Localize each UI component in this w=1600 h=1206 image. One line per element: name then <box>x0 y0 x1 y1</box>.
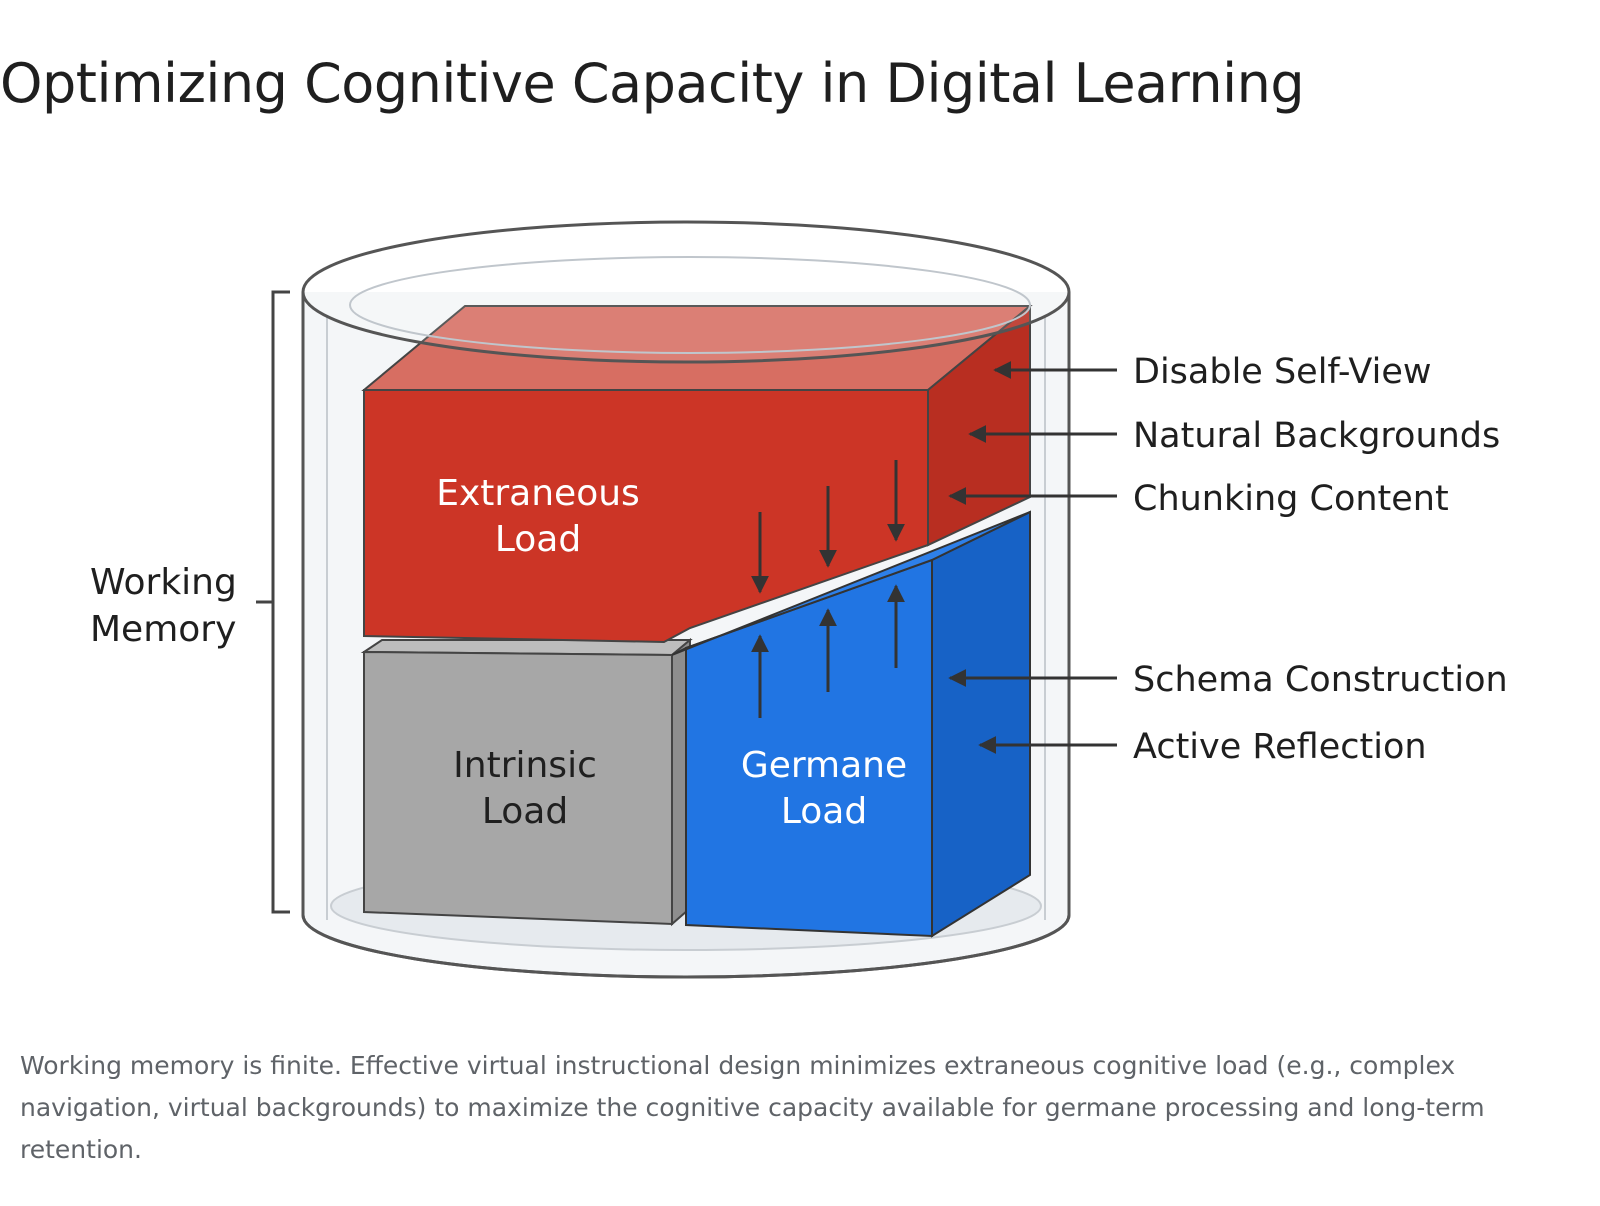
cylinder-front <box>301 220 1071 979</box>
germane-load-label-2: Load <box>781 791 867 832</box>
extraneous-load-label-1: Extraneous <box>436 473 640 514</box>
germane-load-label-1: Germane <box>741 745 907 786</box>
working-memory-label-1: Working <box>90 562 237 603</box>
strategy-chunking-content: Chunking Content <box>1133 479 1449 519</box>
working-memory-diagram: Extraneous Load Intrinsic Load Germane L… <box>90 220 1508 979</box>
strategy-arrows <box>948 361 1117 754</box>
page-title: Optimizing Cognitive Capacity in Digital… <box>0 52 1305 115</box>
intrinsic-load-label-1: Intrinsic <box>453 745 597 786</box>
intrinsic-load-block <box>360 637 693 927</box>
intrinsic-load-face <box>363 650 673 926</box>
extraneous-load-face <box>363 389 929 644</box>
extraneous-load-label-2: Load <box>495 519 581 560</box>
strategy-active-reflection: Active Reflection <box>1133 727 1427 767</box>
working-memory-label-2: Memory <box>90 609 236 650</box>
pressure-arrows <box>751 460 905 718</box>
intrinsic-load-label-2: Load <box>482 791 568 832</box>
strategy-natural-backgrounds: Natural Backgrounds <box>1133 416 1500 456</box>
strategy-disable-self-view: Disable Self-View <box>1133 352 1431 392</box>
figure-caption: Working memory is finite. Effective virt… <box>20 1051 1485 1164</box>
strategy-schema-construction: Schema Construction <box>1133 660 1508 700</box>
working-memory-bracket <box>256 290 290 914</box>
germane-load-block <box>671 510 1031 938</box>
